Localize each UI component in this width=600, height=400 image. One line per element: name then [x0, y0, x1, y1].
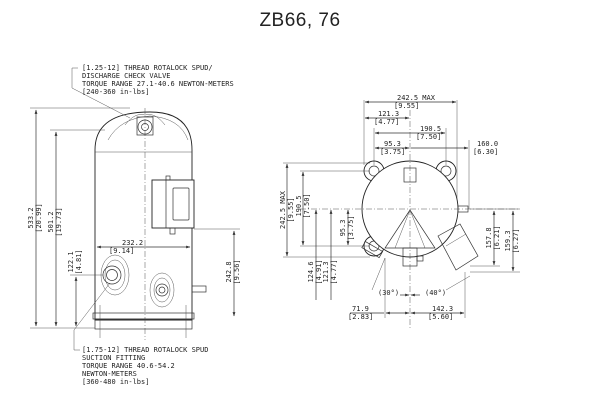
compressor-shell [94, 111, 193, 321]
svg-text:501.2: 501.2 [47, 211, 55, 232]
svg-text:[7.50]: [7.50] [303, 193, 311, 218]
dim-radius-right: 160.0 [6.30] [411, 140, 498, 209]
side-view: 533.2 [20.99] 501.2 [19.73] 122.1 [4.81]… [27, 67, 241, 351]
dim-suction-height: 122.1 [4.81] [67, 249, 103, 327]
svg-text:(40°): (40°) [425, 289, 446, 297]
dim-mount-half: 95.3 [3.75] [374, 140, 410, 156]
svg-text:[2.83]: [2.83] [348, 313, 373, 321]
svg-text:121.3: 121.3 [378, 110, 399, 118]
dim-shell-height: 501.2 [19.73] [47, 129, 105, 327]
dim-overall-width: 242.5 MAX [9.55] [363, 94, 458, 200]
dim-159: 159.3 [6.27] [470, 210, 520, 273]
svg-text:[6.30]: [6.30] [473, 148, 498, 156]
suction-note: [1.75-12] THREAD ROTALOCK SPUD SUCTION F… [82, 346, 208, 386]
dim-width: 232.2 [9.14] [96, 239, 191, 255]
dim-overall-depth: 242.5 MAX [9.55] [279, 162, 370, 258]
svg-text:122.1: 122.1 [67, 251, 75, 272]
top-view: 242.5 MAX [9.55] 121.3 [4.77] 190.5 [7.5… [279, 94, 520, 330]
svg-text:[5.60]: [5.60] [428, 313, 453, 321]
dim-terminal-height: 242.8 [9.56] [194, 228, 241, 317]
svg-text:242.5 MAX: 242.5 MAX [279, 190, 287, 229]
svg-text:[360-480 in-lbs]: [360-480 in-lbs] [82, 378, 149, 386]
svg-text:[4.77]: [4.77] [374, 118, 399, 126]
svg-text:[3.75]: [3.75] [347, 215, 355, 240]
svg-text:232.2: 232.2 [122, 239, 143, 247]
dim-mount-span-v: 190.5 [7.50] [295, 170, 370, 247]
svg-text:[9.55]: [9.55] [394, 102, 419, 110]
svg-text:TORQUE RANGE 40.6-54.2: TORQUE RANGE 40.6-54.2 [82, 362, 175, 370]
svg-text:[4.81]: [4.81] [75, 249, 83, 274]
svg-text:533.2: 533.2 [27, 207, 35, 228]
dim-124: 124.6 [4.91] [307, 209, 323, 300]
svg-text:[3.75]: [3.75] [380, 148, 405, 156]
svg-text:159.3: 159.3 [504, 230, 512, 251]
svg-text:190.5: 190.5 [420, 125, 441, 133]
discharge-note: [1.25-12] THREAD ROTALOCK SPUD/ DISCHARG… [82, 64, 234, 96]
svg-text:TORQUE RANGE 27.1-40.6 NEWTON-: TORQUE RANGE 27.1-40.6 NEWTON-METERS [82, 80, 234, 88]
svg-text:[240-360 in-lbs]: [240-360 in-lbs] [82, 88, 149, 96]
svg-text:SUCTION FITTING: SUCTION FITTING [82, 354, 145, 362]
svg-text:[19.73]: [19.73] [55, 207, 63, 237]
svg-text:(30°): (30°) [378, 289, 399, 297]
svg-text:[1.75-12] THREAD ROTALOCK SPUD: [1.75-12] THREAD ROTALOCK SPUD [82, 346, 208, 354]
drawing-title: ZB66, 76 [259, 10, 341, 31]
svg-text:[4.77]: [4.77] [330, 259, 338, 284]
svg-text:[20.99]: [20.99] [35, 203, 43, 233]
terminal-box [151, 175, 195, 235]
mounting-base [92, 305, 195, 338]
svg-text:121.3: 121.3 [322, 261, 330, 282]
svg-text:71.9: 71.9 [352, 305, 369, 313]
svg-text:[9.55]: [9.55] [287, 197, 295, 222]
terminal-box-top [437, 223, 479, 271]
svg-text:95.3: 95.3 [339, 220, 347, 237]
dim-157: 157.8 [6.21] [470, 208, 520, 267]
dim-half-width: 121.3 [4.77] [364, 110, 410, 126]
dim-bottom: 71.9 [2.83] 142.3 [5.60] [348, 258, 466, 321]
oil-fitting [149, 272, 207, 308]
svg-text:[6.21]: [6.21] [493, 225, 501, 250]
discharge-tube [384, 209, 436, 267]
svg-text:124.6: 124.6 [307, 261, 315, 282]
dim-121: 121.3 [4.77] [322, 209, 338, 300]
svg-text:[1.25-12] THREAD ROTALOCK SPUD: [1.25-12] THREAD ROTALOCK SPUD/ [82, 64, 213, 72]
svg-text:95.3: 95.3 [384, 140, 401, 148]
svg-text:160.0: 160.0 [477, 140, 498, 148]
angle-labels: (30°) (40°) [371, 257, 471, 297]
svg-text:157.8: 157.8 [485, 227, 493, 248]
dim-mount-half-v: 95.3 [3.75] [339, 209, 355, 246]
svg-text:190.5: 190.5 [295, 195, 303, 216]
svg-text:NEWTON-METERS: NEWTON-METERS [82, 370, 137, 378]
svg-text:[4.91]: [4.91] [315, 259, 323, 284]
svg-text:DISCHARGE CHECK VALVE: DISCHARGE CHECK VALVE [82, 72, 171, 80]
svg-text:242.5 MAX: 242.5 MAX [397, 94, 436, 102]
svg-text:[7.50]: [7.50] [416, 133, 441, 141]
svg-text:[9.14]: [9.14] [109, 247, 134, 255]
dim-overall-height: 533.2 [20.99] [27, 107, 130, 329]
svg-text:[6.27]: [6.27] [512, 228, 520, 253]
svg-text:242.8: 242.8 [225, 261, 233, 282]
svg-text:[9.56]: [9.56] [233, 259, 241, 284]
dim-mount-span: 190.5 [7.50] [373, 125, 447, 165]
svg-text:142.3: 142.3 [432, 305, 453, 313]
